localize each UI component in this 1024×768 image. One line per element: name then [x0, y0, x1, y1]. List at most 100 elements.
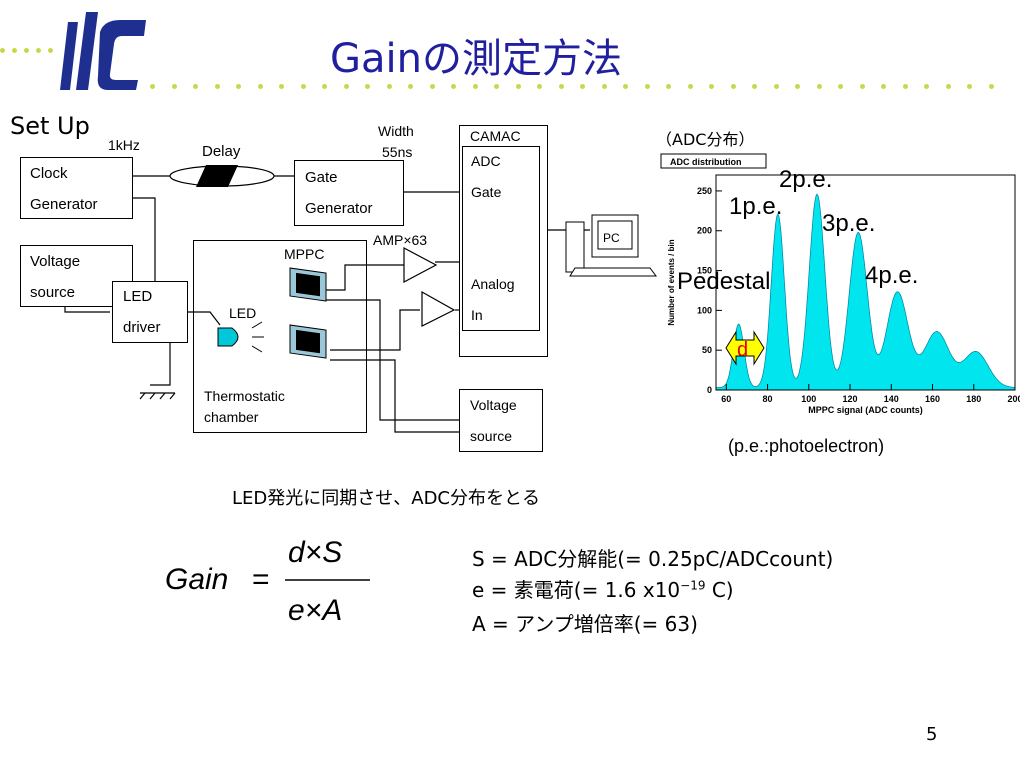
- d-label: d: [737, 339, 749, 361]
- dot: [795, 84, 800, 89]
- chamber-label-2: chamber: [204, 409, 259, 425]
- histogram-caption: （ADC分布）: [656, 130, 755, 149]
- thermostatic-chamber-box: [193, 240, 367, 433]
- setup-wiring: [64, 165, 657, 433]
- dot-row-bottom: [150, 84, 1020, 90]
- dot: [816, 84, 822, 89]
- pe2-label: 2p.e.: [779, 166, 833, 193]
- dot: [300, 84, 306, 89]
- voltage-right-label-1: Voltage: [470, 397, 517, 413]
- dot: [171, 84, 177, 89]
- adc-label: ADC: [471, 153, 501, 169]
- dot: [601, 84, 607, 89]
- x-tick-label: 100: [801, 394, 816, 404]
- gate-label-1: Gate: [305, 169, 338, 186]
- x-tick-label: 180: [966, 394, 981, 404]
- adc-in-label: In: [471, 307, 483, 323]
- e-definition-pre: e = 素電荷(= 1.6 x10: [472, 578, 681, 602]
- adc-analog-label: Analog: [471, 276, 515, 292]
- x-tick-label: 140: [884, 394, 899, 404]
- histogram-frame: [715, 174, 1016, 391]
- width-label-2: 55ns: [382, 144, 413, 160]
- voltage-left-label-2: source: [30, 284, 76, 301]
- y-tick-label: 200: [697, 226, 712, 236]
- dot-row-top: [0, 48, 60, 54]
- gate-generator-box: [294, 160, 404, 226]
- pe1-label: 1p.e.: [729, 193, 783, 220]
- dot: [537, 84, 542, 89]
- dot: [924, 84, 929, 89]
- y-tick-label: 150: [697, 266, 712, 276]
- formula-denominator: e×A: [288, 594, 342, 627]
- led-driver-label-2: driver: [123, 319, 161, 336]
- dot: [279, 84, 284, 89]
- dot: [752, 84, 757, 89]
- dot: [494, 84, 499, 89]
- y-tick-label: 250: [697, 186, 712, 196]
- width-label-1: Width: [378, 123, 414, 139]
- dot: [36, 48, 41, 53]
- clock-generator-box: [20, 157, 133, 219]
- dot: [408, 84, 413, 89]
- page-number: 5: [926, 724, 938, 745]
- dot: [193, 84, 198, 89]
- dot: [967, 84, 972, 89]
- clock-label-1: Clock: [30, 165, 68, 182]
- dot: [343, 84, 349, 89]
- dot: [472, 84, 478, 89]
- mppc-label: MPPC: [284, 246, 325, 262]
- led-label: LED: [229, 305, 257, 321]
- x-tick-label: 60: [721, 394, 731, 404]
- amp-label: AMP×63: [373, 232, 428, 248]
- pedestal-label: Pedestal: [677, 268, 771, 295]
- dot: [988, 84, 994, 89]
- y-tick-label: 0: [707, 385, 712, 395]
- adc-histogram: ADC distribution 60801001201401601802000…: [660, 153, 1020, 415]
- adc-box: [462, 146, 540, 331]
- freq-label: 1kHz: [108, 137, 140, 153]
- dot: [881, 84, 886, 89]
- dot: [558, 84, 564, 89]
- page-title: Gainの測定方法: [330, 36, 622, 82]
- sync-note: LED発光に同期させ、ADC分布をとる: [232, 488, 541, 509]
- dot: [859, 84, 865, 89]
- dot: [773, 84, 779, 89]
- dot: [214, 84, 220, 89]
- pe3-label: 3p.e.: [822, 210, 876, 237]
- dot: [451, 84, 456, 89]
- clock-label-2: Generator: [30, 196, 98, 213]
- dot: [687, 84, 693, 89]
- e-definition-post: C): [705, 578, 734, 602]
- s-definition: S = ADC分解能(= 0.25pC/ADCcount): [472, 547, 834, 571]
- dot: [12, 48, 17, 53]
- dot: [429, 84, 435, 89]
- y-axis-label: Number of events / bin: [667, 239, 676, 325]
- histogram-area: [715, 193, 1016, 391]
- formula-lhs: Gain: [165, 563, 228, 596]
- y-tick-label: 100: [697, 305, 712, 315]
- dot: [0, 48, 5, 53]
- led-driver-label-1: LED: [123, 288, 153, 305]
- dot: [945, 84, 951, 89]
- a-definition: A = アンプ増倍率(= 63): [472, 612, 698, 636]
- dot: [838, 84, 843, 89]
- dot: [386, 84, 392, 89]
- dot: [730, 84, 736, 89]
- x-tick-label: 200: [1007, 394, 1020, 404]
- gate-label-2: Generator: [305, 200, 373, 217]
- ilc-logo-icon: [60, 12, 146, 90]
- dot: [150, 84, 155, 89]
- dot: [902, 84, 908, 89]
- histogram-box-title: ADC distribution: [670, 157, 742, 167]
- gain-formula: Gain = d×S e×A: [165, 536, 370, 627]
- pc-label: PC: [603, 231, 620, 245]
- chamber-label-1: Thermostatic: [204, 388, 285, 404]
- x-axis-label: MPPC signal (ADC counts): [808, 405, 923, 415]
- x-tick-label: 80: [763, 394, 773, 404]
- e-definition: e = 素電荷(= 1.6 x10−19 C): [472, 574, 734, 603]
- dot: [48, 48, 53, 53]
- dot: [257, 84, 263, 89]
- y-tick-label: 50: [702, 345, 712, 355]
- dot: [644, 84, 650, 89]
- camac-label: CAMAC: [470, 128, 521, 144]
